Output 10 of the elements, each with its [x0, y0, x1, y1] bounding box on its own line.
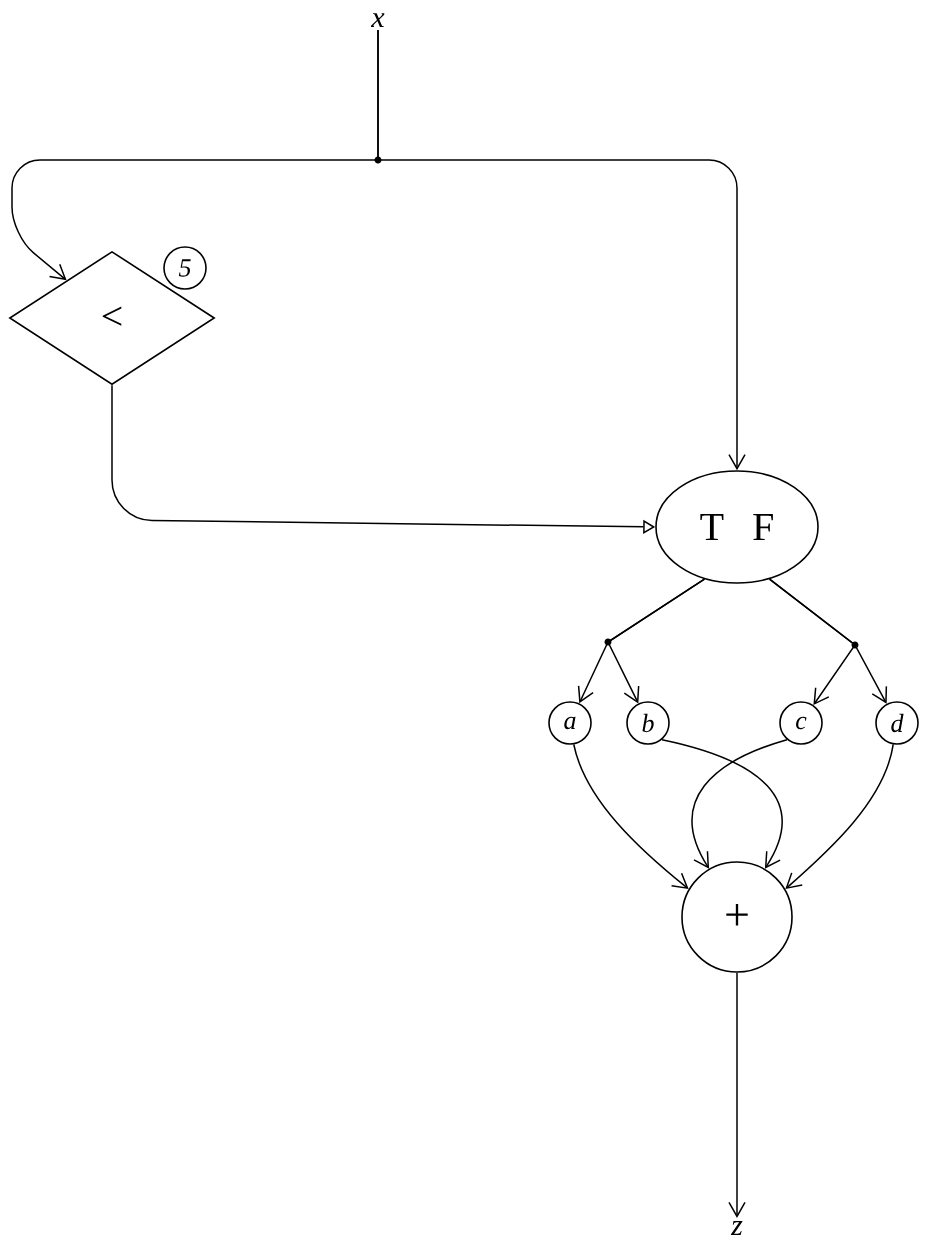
arrow — [691, 738, 788, 869]
arrow — [573, 743, 689, 890]
arrow — [785, 743, 894, 890]
arrow — [377, 29, 746, 471]
output-label: z — [730, 1221, 743, 1235]
arrow — [661, 738, 783, 869]
arrow — [768, 578, 888, 704]
arrow — [728, 972, 746, 1218]
arrow — [607, 578, 706, 704]
input-label: x — [371, 13, 385, 27]
